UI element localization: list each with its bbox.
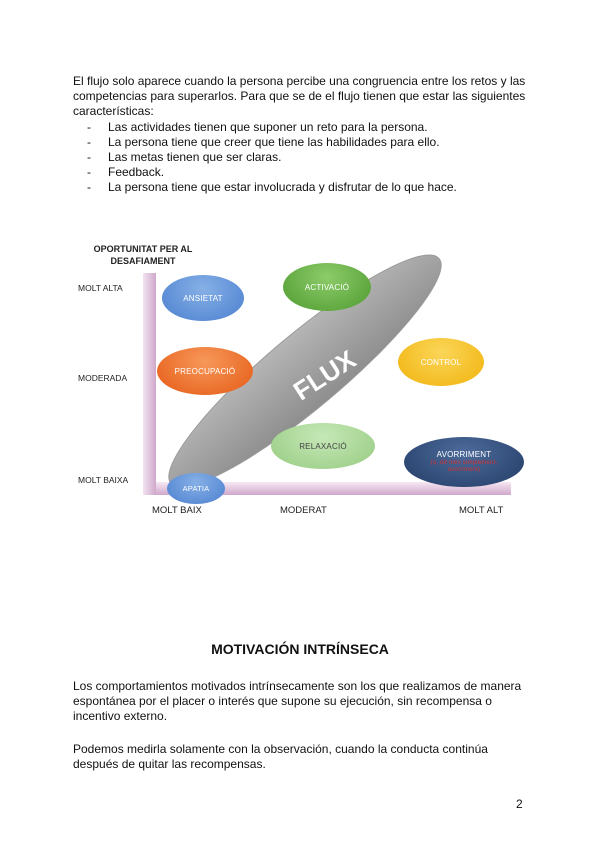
flow-diagram: OPORTUNITAT PER AL DESAFIAMENT MOLT ALTA…: [70, 238, 540, 523]
list-item-text: Las metas tienen que ser claras.: [108, 150, 282, 164]
intrinsic-paragraph-1: Los comportamientos motivados intrínseca…: [73, 679, 522, 723]
y-label-mid: MODERADA: [78, 373, 128, 383]
intro-paragraph: El flujo solo aparece cuando la persona …: [73, 74, 526, 118]
bullet-marker: -: [87, 180, 91, 194]
x-label-mid: MODERAT: [280, 505, 327, 516]
bubble-apatia: APATIA: [167, 473, 225, 504]
list-item: - La persona tiene que creer que tiene la…: [87, 135, 457, 150]
y-label-high: MOLT ALTA: [78, 283, 123, 293]
bullet-marker: -: [87, 120, 91, 134]
x-axis-bar: [156, 482, 511, 495]
intrinsic-paragraph-2: Podemos medirla solamente con la observa…: [73, 742, 488, 771]
x-label-high: MOLT ALT: [459, 505, 504, 516]
bullet-marker: -: [87, 150, 91, 164]
bubble-avorriment-label: AVORRIMENT: [436, 450, 492, 459]
bullet-marker: -: [87, 135, 91, 149]
y-label-low: MOLT BAIXA: [78, 475, 129, 485]
bubble-activacio-label: ACTIVACIÓ: [304, 282, 350, 292]
list-item-text: Las actividades tienen que suponer un re…: [108, 120, 428, 134]
list-item: - Feedback.: [87, 165, 457, 180]
list-item: - Las actividades tienen que suponer un r…: [87, 120, 457, 135]
bubble-control: CONTROL: [398, 338, 484, 386]
bubble-preocupacio-label: PREOCUPACIÓ: [174, 366, 236, 376]
x-label-low: MOLT BAIX: [152, 505, 202, 516]
y-axis-bar: [143, 273, 156, 495]
characteristics-list: - Las actividades tienen que suponer un r…: [87, 120, 457, 195]
bubble-activacio: ACTIVACIÓ: [283, 263, 371, 311]
bubble-ansietat-label: ANSIETAT: [183, 293, 223, 303]
flux-ellipse: FLUX: [168, 254, 442, 488]
bubble-relaxacio: RELAXACIÓ: [271, 423, 375, 469]
list-item-text: La persona tiene que creer que tiene las…: [108, 135, 440, 149]
page-number: 2: [516, 797, 523, 811]
bubble-ansietat: ANSIETAT: [162, 275, 244, 321]
list-item: - La persona tiene que estar involucrada …: [87, 180, 457, 195]
bubble-avorriment: AVORRIMENT (o, dit més simplement, avorr…: [404, 437, 524, 487]
list-item: - Las metas tienen que ser claras.: [87, 150, 457, 165]
diagram-title: OPORTUNITAT PER AL DESAFIAMENT: [93, 244, 193, 266]
bubble-avorriment-subtext: (o, dit més simplement, avorriment): [430, 460, 498, 473]
section-heading: MOTIVACIÓN INTRÍNSECA: [211, 641, 389, 657]
bubble-apatia-label: APATIA: [182, 484, 210, 493]
bubble-control-label: CONTROL: [420, 357, 462, 367]
bullet-marker: -: [87, 165, 91, 179]
list-item-text: Feedback.: [108, 165, 165, 179]
bubble-preocupacio: PREOCUPACIÓ: [157, 347, 253, 395]
list-item-text: La persona tiene que estar involucrada y…: [108, 180, 457, 194]
bubble-relaxacio-label: RELAXACIÓ: [299, 441, 347, 451]
